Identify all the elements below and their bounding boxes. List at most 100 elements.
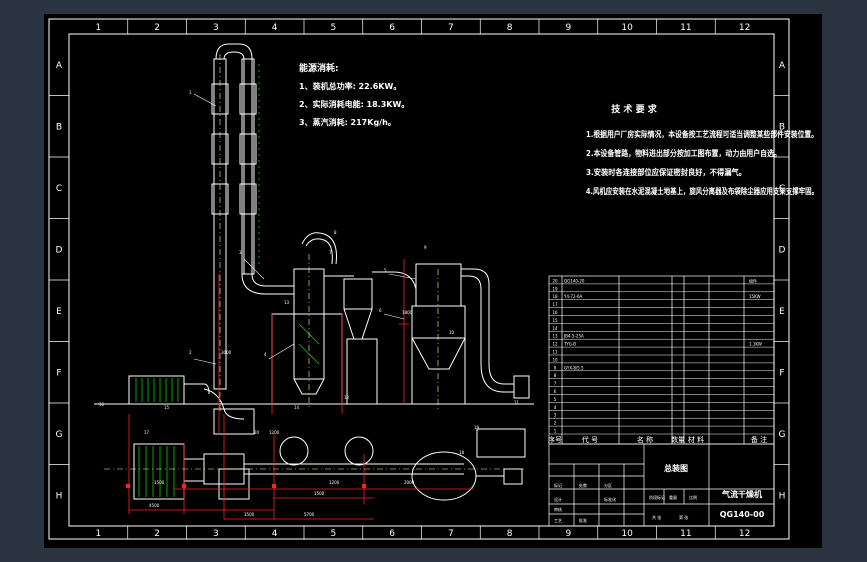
header-note: 备 注: [751, 435, 767, 444]
top-loop-1: [301, 232, 337, 265]
product-name: 气流干燥机: [721, 489, 762, 499]
grid-col-top-6: 6: [389, 23, 395, 33]
callout-8: 8: [334, 230, 337, 235]
equipment-lines: [94, 43, 534, 501]
sign-cell-3: 分区: [604, 482, 612, 488]
grid-col-top-1: 1: [96, 23, 102, 33]
cyclone-2-head: [343, 278, 373, 310]
parts-row-no: 19: [552, 286, 558, 291]
header-qty: 数量: [671, 435, 685, 444]
grid-col-top-9: 9: [566, 23, 572, 33]
drying-pipe-outer: [215, 43, 253, 274]
parts-row-no: 3: [554, 413, 557, 418]
approval-cell-6: 审核: [554, 506, 562, 512]
cyclone-1-frame: [271, 313, 343, 405]
grid-row-left-B: B: [56, 122, 62, 132]
callout-19: 19: [474, 425, 480, 430]
grid-col-top-7: 7: [448, 23, 454, 33]
dimension-d6: 2000: [404, 480, 415, 485]
approval-cell-7: 工艺: [554, 518, 562, 523]
dimension-d8: 1800: [402, 310, 413, 315]
plan-heater: [133, 443, 185, 500]
grid-col-top-2: 2: [154, 23, 160, 33]
grid-col-bottom-2: 2: [154, 529, 160, 539]
drawing-number: QG140-00: [720, 510, 765, 519]
parts-row-code: TYG-B: [563, 342, 576, 347]
sign-cell-1: 标记: [554, 482, 562, 488]
energy-note-2: 2、实际消耗电能: 18.3KW。: [299, 99, 409, 109]
parts-list-frame: [548, 275, 775, 445]
grid-col-top-4: 4: [272, 23, 278, 33]
cyclone-2-cone: [343, 308, 373, 340]
header-name: 名 称: [637, 435, 653, 444]
parts-row-code: Y4-72-6A: [563, 294, 583, 299]
grid-row-right-B: B: [779, 122, 785, 132]
callout-16: 16: [99, 402, 105, 407]
grid-row-left-E: E: [56, 307, 62, 317]
dimension-d5: 1200: [329, 480, 340, 485]
grid-col-bottom-1: 1: [96, 529, 102, 539]
drawing-title: 总装图: [664, 463, 688, 473]
energy-note-1: 1、装机总功率: 22.6KW。: [299, 81, 401, 91]
parts-row-no: 18: [552, 294, 558, 299]
tech-req-3: 3.安装时各连接部位应保证密封良好，不得漏气。: [586, 167, 746, 177]
parts-row-no: 6: [554, 389, 557, 394]
parts-row-no: 1: [554, 429, 557, 434]
dimension-markers: [126, 484, 366, 488]
dimension-d4: 1500: [154, 480, 165, 485]
grid-row-left-D: D: [56, 245, 63, 255]
approval-cell-8: 批准: [579, 517, 587, 523]
callout-6: 6: [379, 308, 382, 313]
dimension-d1: 4500: [149, 503, 160, 508]
grid-row-left-F: F: [56, 368, 61, 378]
plan-cyclone-2: [344, 436, 374, 466]
grid-col-top-11: 11: [680, 23, 691, 33]
plan-cyclone-1: [279, 436, 309, 466]
dimension-d2: 3500: [244, 512, 255, 517]
parts-row-no: 20: [552, 278, 558, 283]
callout-1: 1: [189, 90, 192, 95]
parts-row-no: 5: [554, 397, 557, 402]
callout-12: 12: [344, 395, 350, 400]
parts-row-note: 1.1KW: [749, 342, 762, 347]
callout-13: 13: [284, 300, 290, 305]
sheet-total: 共 张: [652, 514, 661, 520]
callout-2: 2: [189, 350, 192, 355]
grid-col-bottom-11: 11: [680, 529, 691, 539]
parts-row-no: 7: [554, 381, 557, 386]
callout-4: 4: [264, 352, 267, 357]
grid-col-top-5: 5: [331, 23, 337, 33]
callout-11: 11: [514, 400, 520, 405]
bag-filter-cone: [411, 337, 466, 370]
callout-9: 9: [424, 245, 427, 250]
callout-7: 7: [329, 250, 332, 255]
callout-17: 17: [144, 430, 150, 435]
callout-5: 5: [384, 268, 387, 273]
plan-connector: [183, 458, 205, 482]
parts-row-no: 2: [554, 421, 557, 426]
heater-hatch: [135, 64, 320, 497]
leader-lines: [193, 93, 417, 365]
technical-requirements: 技 术 要 求 1.根据用户厂房实际情况，本设备按工艺流程可适当调整某些部件安装…: [586, 103, 818, 196]
sheet-number: 第 张: [679, 514, 688, 520]
heater-duct-1: [184, 383, 210, 395]
parts-row-no: 11: [552, 350, 558, 355]
grid-row-right-A: A: [779, 61, 786, 71]
parts-row-no: 4: [554, 405, 557, 410]
pipe-bend-2: [241, 273, 294, 295]
feeder-box: [213, 408, 255, 435]
inner-frame: [68, 33, 775, 527]
dimension-d7: 3000: [221, 350, 232, 355]
parts-row-no: 12: [552, 342, 558, 347]
grid-col-bottom-7: 7: [448, 529, 454, 539]
connector-2: [372, 271, 417, 290]
grid-row-right-F: F: [779, 368, 784, 378]
grid-col-top-3: 3: [213, 23, 219, 33]
callout-14: 14: [294, 405, 300, 410]
dimension-d9: 5700: [304, 512, 315, 517]
